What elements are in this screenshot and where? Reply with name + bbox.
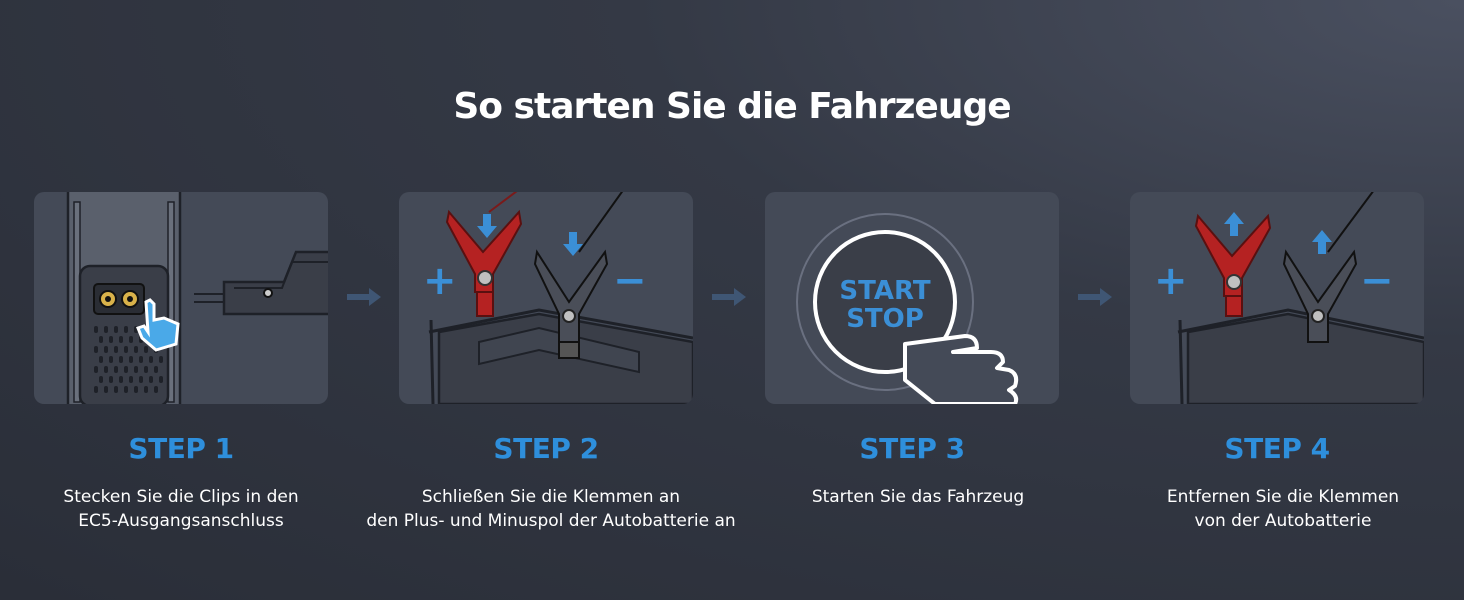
step-4-illustration: + − <box>1130 192 1424 404</box>
step-1-illustration <box>34 192 328 404</box>
vent-slot <box>134 386 138 393</box>
vent-slot <box>99 336 103 343</box>
vent-slot <box>99 356 103 363</box>
step-2-illustration: + − <box>399 192 693 404</box>
vent-slot <box>94 386 98 393</box>
vent-slot <box>159 376 163 383</box>
vent-slot <box>94 366 98 373</box>
vent-slot <box>129 376 133 383</box>
page-title: So starten Sie die Fahrzeuge <box>453 86 1011 127</box>
vent-slot <box>129 356 133 363</box>
step-4-description: Entfernen Sie die Klemmen von der Autoba… <box>1166 487 1400 531</box>
vent-slot <box>139 376 143 383</box>
start-stop-line2: STOP <box>846 304 924 334</box>
vent-slot <box>134 346 138 353</box>
vent-slot <box>114 346 118 353</box>
vent-slot <box>144 346 148 353</box>
step-3-illustration: START STOP <box>765 192 1059 404</box>
vent-slot <box>124 346 128 353</box>
vent-slot <box>109 376 113 383</box>
vent-slot <box>149 356 153 363</box>
plus-symbol: + <box>1154 258 1188 304</box>
vent-slot <box>104 386 108 393</box>
plus-symbol: + <box>423 258 457 304</box>
arrow-right-icon <box>1078 288 1112 306</box>
vent-slot <box>104 326 108 333</box>
arrow-right-icon <box>347 288 381 306</box>
step-4-label: STEP 4 <box>1224 432 1330 465</box>
vent-slot <box>109 356 113 363</box>
vent-slot <box>119 376 123 383</box>
vent-slot <box>109 336 113 343</box>
minus-symbol: − <box>613 258 647 304</box>
vent-slot <box>114 326 118 333</box>
vent-slot <box>94 346 98 353</box>
arrow-right-icon <box>712 288 746 306</box>
step-1-description: Stecken Sie die Clips in den EC5-Ausgang… <box>63 487 299 531</box>
vent-slot <box>124 386 128 393</box>
vent-slot <box>154 366 158 373</box>
vent-slot <box>144 386 148 393</box>
vent-slot <box>104 346 108 353</box>
step-3-description: Starten Sie das Fahrzeug <box>811 487 1025 507</box>
minus-symbol: − <box>1360 258 1394 304</box>
vent-slot <box>104 366 108 373</box>
step-2-description: Schließen Sie die Klemmen an den Plus- u… <box>366 487 736 531</box>
vent-slot <box>159 356 163 363</box>
step-1-label: STEP 1 <box>128 432 234 465</box>
vent-slot <box>144 366 148 373</box>
vent-slot <box>119 336 123 343</box>
vent-slot <box>139 356 143 363</box>
vent-slot <box>114 366 118 373</box>
start-stop-line1: START <box>839 276 931 306</box>
vent-slot <box>94 326 98 333</box>
vent-slot <box>124 366 128 373</box>
step-3-label: STEP 3 <box>859 432 965 465</box>
vent-slot <box>154 386 158 393</box>
vent-slot <box>99 376 103 383</box>
step-2-label: STEP 2 <box>493 432 599 465</box>
vent-slot <box>119 356 123 363</box>
vent-slot <box>114 386 118 393</box>
vent-slot <box>134 366 138 373</box>
vent-slot <box>129 336 133 343</box>
vent-slot <box>124 326 128 333</box>
vent-slot <box>149 376 153 383</box>
